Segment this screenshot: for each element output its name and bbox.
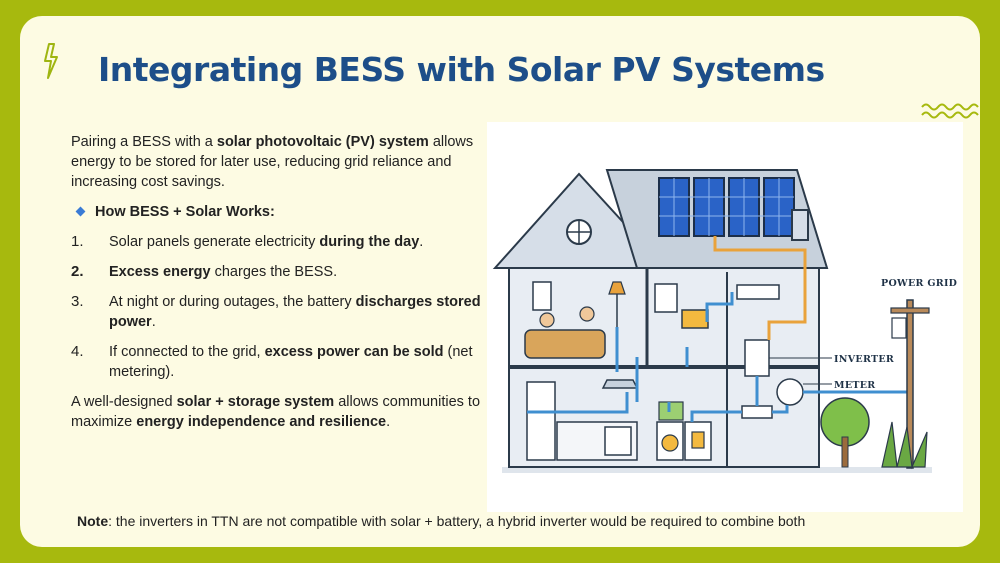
outro-paragraph: A well-designed solar + storage system a… bbox=[71, 394, 481, 430]
monitor bbox=[681, 309, 709, 329]
squiggle-lines-icon bbox=[921, 103, 979, 119]
list-number: 1. bbox=[71, 233, 84, 250]
ground-line bbox=[502, 467, 932, 473]
list-item: 4. If connected to the grid, excess powe… bbox=[71, 342, 491, 382]
inverter-device bbox=[744, 339, 770, 377]
fridge bbox=[526, 381, 556, 461]
intro-paragraph: Pairing a BESS with a solar photovoltaic… bbox=[71, 134, 474, 190]
intro-emphasis: solar photovoltaic (PV) system bbox=[216, 134, 429, 150]
air-conditioner bbox=[736, 284, 780, 300]
list-text: Solar panels generate electricity during… bbox=[109, 234, 424, 250]
slide: Integrating BESS with Solar PV Systems P… bbox=[20, 16, 980, 547]
list-item: 1. Solar panels generate electricity dur… bbox=[71, 232, 491, 252]
solar-panels bbox=[658, 177, 795, 237]
diamond-bullet-icon bbox=[75, 206, 86, 217]
how-it-works-heading: How BESS + Solar Works: bbox=[71, 202, 491, 222]
battery-device bbox=[741, 405, 773, 419]
meter-label: METER bbox=[834, 380, 875, 391]
meter-device bbox=[776, 378, 804, 406]
power-grid-label: POWER GRID bbox=[881, 278, 957, 289]
list-number: 4. bbox=[71, 343, 84, 360]
inverter-label: INVERTER bbox=[834, 354, 894, 365]
list-text: If connected to the grid, excess power c… bbox=[109, 344, 473, 380]
list-item: 2. Excess energy charges the BESS. bbox=[71, 262, 491, 282]
note-text: : the inverters in TTN are not compatibl… bbox=[108, 513, 806, 529]
note-label: Note bbox=[77, 513, 109, 529]
page-title: Integrating BESS with Solar PV Systems bbox=[98, 50, 825, 89]
footnote: Note: the inverters in TTN are not compa… bbox=[77, 513, 805, 529]
house-wiring bbox=[527, 292, 742, 422]
sofa bbox=[524, 329, 606, 359]
dc-wire bbox=[713, 236, 807, 340]
lightning-bolt-icon bbox=[44, 43, 58, 79]
list-number: 3. bbox=[71, 293, 84, 310]
list-text: At night or during outages, the battery … bbox=[109, 294, 481, 330]
solar-house-illustration: POWER GRID INVERTER METER bbox=[487, 122, 963, 512]
list-text: Excess energy charges the BESS. bbox=[109, 264, 338, 280]
body-text: Pairing a BESS with a solar photovoltaic… bbox=[71, 132, 491, 432]
list-item: 3. At night or during outages, the batte… bbox=[71, 292, 491, 332]
list-number: 2. bbox=[71, 263, 84, 280]
power-pole bbox=[906, 299, 914, 469]
plant bbox=[881, 421, 928, 470]
